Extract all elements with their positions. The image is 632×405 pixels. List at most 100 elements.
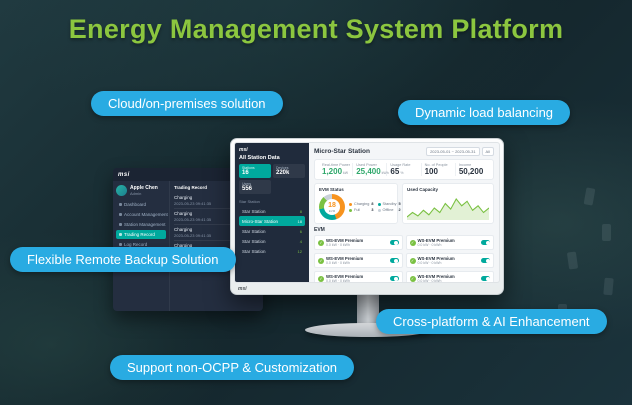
record-time: 2023-05-23 09:41:35 — [174, 233, 212, 238]
backup-app-sidebar: Apple Chen Admin Dashboard Account Manag… — [113, 181, 170, 311]
legend-value: 5 — [398, 202, 401, 206]
sidebar-item-station[interactable]: Star Station 12 — [239, 246, 305, 256]
menu-item-station-management[interactable]: Station Management — [116, 220, 166, 229]
monitor: msi All Station Data Stations 16 Devices… — [230, 138, 504, 295]
record-type: Charging — [174, 243, 193, 248]
stat-value: 556 — [242, 186, 253, 192]
station-name: Star Station — [242, 228, 266, 234]
menu-icon — [119, 213, 122, 216]
evm-name: WS-EVM Premium — [326, 256, 364, 261]
check-icon: ✓ — [318, 275, 324, 282]
kpi-value: 100 — [424, 167, 438, 176]
monitor-bezel: msi All Station Data Stations 16 Devices… — [230, 138, 504, 295]
user-role: Admin — [130, 191, 142, 196]
legend-label: Charging — [354, 202, 370, 206]
evm-sub: 0.0 kW · 0 kWh — [326, 279, 350, 283]
legend-label: Full — [354, 208, 361, 212]
menu-icon — [119, 233, 122, 236]
menu-item-account-management[interactable]: Account Management — [116, 210, 168, 219]
stat-label: Stations — [242, 166, 255, 170]
evm-name: WS-EVM Premium — [417, 274, 455, 279]
monitor-stand-neck — [357, 290, 379, 326]
legend-value: 2 — [398, 208, 401, 212]
menu-icon — [119, 203, 122, 206]
kpi-value: 1,200 — [322, 167, 343, 176]
station-name: Star Station — [242, 248, 266, 254]
evm-name: WS-EVM Premium — [326, 238, 364, 243]
check-icon: ✓ — [409, 239, 416, 246]
power-toggle[interactable] — [481, 258, 490, 263]
header-chips: 2023-05-01 ~ 2023-05-31 All — [426, 147, 494, 156]
check-icon: ✓ — [409, 257, 416, 264]
sidebar-title: All Station Data — [239, 155, 280, 161]
stat-label: Devices — [276, 166, 289, 170]
kpi-usage-rate: Usage Rate 65% — [387, 163, 422, 176]
date-range-picker[interactable]: 2023-05-01 ~ 2023-05-31 — [426, 147, 480, 156]
stat-label: Users — [242, 182, 252, 186]
legend-label: Standby — [382, 202, 397, 206]
power-toggle[interactable] — [389, 240, 399, 245]
avatar — [116, 185, 127, 196]
kpi-value: 25,400 — [356, 167, 381, 176]
station-badge: 12 — [297, 248, 302, 254]
filter-chip[interactable]: All — [481, 147, 494, 156]
power-toggle[interactable] — [481, 240, 490, 245]
dashboard-main: Micro-Star Station 2023-05-01 ~ 2023-05-… — [309, 143, 499, 282]
kpi-value: 50,200 — [458, 167, 484, 176]
background-car — [566, 251, 579, 270]
menu-item-trading-record[interactable]: Trading Record — [116, 230, 166, 239]
menu-item-log-record[interactable]: Log Record — [116, 240, 166, 249]
badge-support-customization: Support non-OCPP & Customization — [110, 355, 355, 380]
msi-logo: msi — [238, 285, 247, 292]
gauge-total: 18 — [328, 201, 336, 209]
legend-dot — [377, 208, 381, 212]
power-toggle[interactable] — [481, 276, 490, 281]
menu-item-label: Log Record — [124, 242, 148, 247]
evm-sub: 0.0 kW · 0 kWh — [417, 243, 442, 247]
evm-sub: 0.0 kW · 0 kWh — [417, 279, 442, 283]
msi-logo: msi — [239, 147, 248, 153]
menu-item-dashboard[interactable]: Dashboard — [116, 200, 166, 209]
kpi-unit: kWh — [381, 171, 389, 175]
used-capacity-chart — [407, 198, 489, 220]
legend-value: 3 — [371, 208, 374, 212]
sidebar-section-label: Star Station — [239, 199, 260, 204]
background-car — [603, 277, 614, 296]
stat-stations: Stations 16 — [239, 164, 271, 178]
legend-dot — [377, 202, 381, 206]
legend-item: Full 3 — [349, 208, 374, 212]
evm-list-title: EVM — [314, 227, 325, 233]
stat-users: Users 556 — [239, 180, 271, 194]
record-time: 2023-05-23 09:41:35 — [174, 217, 212, 222]
station-name: Micro-Star Station — [242, 218, 279, 224]
sidebar-stats: Stations 16 Devices 220k Users 556 — [239, 164, 305, 194]
gauge-label: EVM — [328, 208, 336, 213]
gauge-center: 18 EVM — [324, 199, 340, 215]
station-badge: 8 — [299, 208, 302, 214]
evm-name: WS-EVM Premium — [417, 256, 455, 261]
card-title: EVM Status — [319, 187, 344, 192]
check-icon: ✓ — [318, 257, 324, 264]
menu-icon — [119, 243, 122, 246]
kpi-unit: % — [400, 171, 404, 175]
power-toggle[interactable] — [389, 258, 399, 263]
dashboard-sidebar: msi All Station Data Stations 16 Devices… — [235, 143, 309, 282]
menu-item-label: Trading Record — [124, 232, 155, 237]
stat-value: 16 — [242, 170, 249, 176]
kpi-label: Usage Rate — [390, 163, 411, 167]
power-toggle[interactable] — [389, 276, 399, 281]
